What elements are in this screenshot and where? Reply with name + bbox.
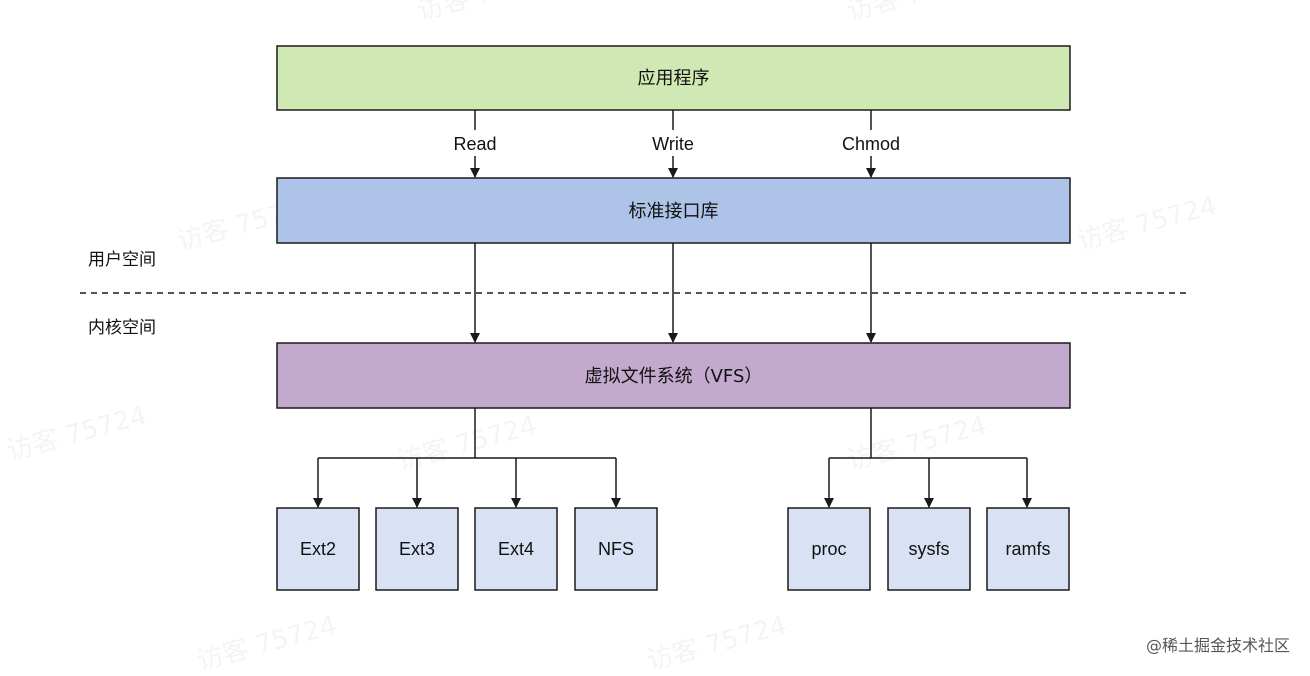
nfs-label: NFS bbox=[598, 539, 634, 559]
watermark: 访客 75724 bbox=[644, 611, 790, 676]
nfs-box bbox=[574, 507, 658, 591]
ramfs-label: ramfs bbox=[1006, 539, 1051, 559]
kernel-space-label: 内核空间 bbox=[88, 318, 156, 338]
write-label: Write bbox=[652, 134, 694, 154]
vfs-box bbox=[276, 342, 1071, 409]
ext4-box bbox=[474, 507, 558, 591]
proc-box bbox=[787, 507, 871, 591]
app-box bbox=[276, 45, 1071, 111]
stdlib-box-label: 标准接口库 bbox=[629, 201, 719, 222]
footer-credit: @稀土掘金技术社区 bbox=[1146, 636, 1290, 655]
ext2-label: Ext2 bbox=[300, 539, 336, 559]
ext2-box bbox=[276, 507, 360, 591]
ext4-label: Ext4 bbox=[498, 539, 534, 559]
read-label: Read bbox=[453, 134, 496, 154]
ext3-box bbox=[375, 507, 459, 591]
watermark: 访客 75724 bbox=[394, 411, 540, 477]
stdlib-box bbox=[276, 177, 1071, 244]
sysfs-box bbox=[887, 507, 971, 591]
ramfs-box bbox=[986, 507, 1070, 591]
watermark: 访客 75724 bbox=[194, 611, 340, 676]
watermark: 访客 75724 bbox=[414, 0, 560, 27]
sysfs-label: sysfs bbox=[908, 539, 949, 559]
watermark: 访客 75724 bbox=[4, 401, 150, 467]
user-space-label: 用户空间 bbox=[88, 250, 156, 270]
proc-label: proc bbox=[811, 539, 846, 559]
vfs-box-label: 虚拟文件系统（VFS） bbox=[585, 366, 763, 387]
watermark: 访客 75724 bbox=[1074, 191, 1220, 257]
ext3-label: Ext3 bbox=[399, 539, 435, 559]
watermark: 访客 75724 bbox=[844, 0, 990, 27]
app-box-label: 应用程序 bbox=[638, 68, 710, 89]
watermark: 访客 75724 bbox=[844, 411, 990, 477]
chmod-label: Chmod bbox=[842, 134, 900, 154]
